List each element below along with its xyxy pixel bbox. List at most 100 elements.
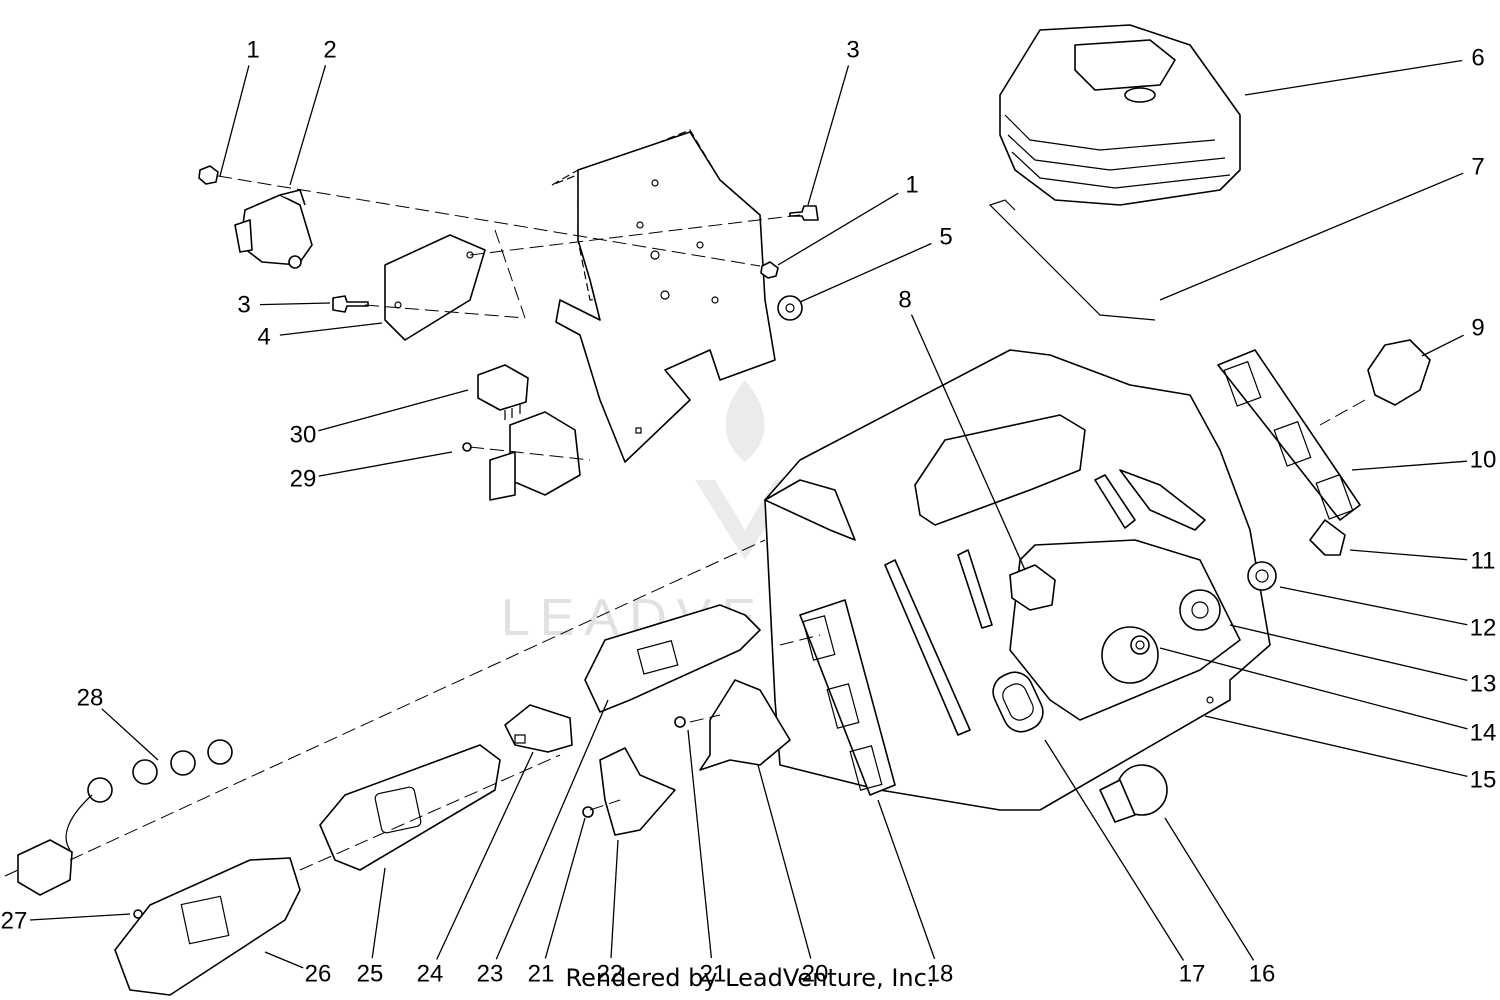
- leader-line-9: [1421, 334, 1464, 357]
- part-2-relay: [234, 189, 313, 269]
- part-24-rocker-switch: [504, 704, 573, 753]
- part-6-boot-cover: [999, 24, 1241, 206]
- part-15-console-housing: [764, 349, 1271, 811]
- part-25-panel: [319, 744, 501, 871]
- part-8-plug: [1009, 564, 1056, 611]
- callout-label-10: 10: [1470, 447, 1497, 474]
- part-9-switch: [1367, 339, 1431, 406]
- leader-line-12: [1279, 586, 1468, 626]
- leader-line-24: [436, 751, 534, 960]
- leader-line-5: [799, 242, 932, 303]
- part-3-screw-left: [332, 295, 369, 313]
- leader-line-29: [318, 451, 453, 477]
- callout-label-1: 1: [246, 37, 259, 64]
- part-27-connector: [4, 839, 73, 896]
- callout-label-14: 14: [1470, 720, 1497, 747]
- callout-label-26: 26: [305, 961, 332, 988]
- leader-line-4: [279, 322, 383, 336]
- part-10-decal: [1217, 349, 1361, 521]
- callout-label-25: 25: [357, 961, 384, 988]
- leader-line-25: [371, 867, 386, 959]
- part-14-key-switch: [1101, 626, 1159, 684]
- part-17-grommet: [992, 671, 1044, 733]
- leader-line-18: [877, 799, 936, 960]
- callout-label-16: 16: [1249, 961, 1276, 988]
- part-13-washer: [1179, 589, 1221, 631]
- leader-line-30: [318, 389, 469, 432]
- part-28-bulbs: [65, 739, 233, 851]
- callout-label-2: 2: [323, 37, 336, 64]
- callout-label-28: 28: [77, 685, 104, 712]
- assembly-guide-lines: [69, 175, 1366, 871]
- part-4-cover-plate: [384, 234, 486, 341]
- callout-label-3: 3: [846, 37, 859, 64]
- leader-line-21: [544, 817, 586, 959]
- part-1-nut-right: [760, 261, 779, 279]
- leader-line-23: [495, 699, 609, 960]
- leader-line-2: [289, 65, 327, 186]
- leader-line-7: [1159, 172, 1464, 301]
- part-29-switch: [462, 411, 581, 501]
- callout-leaders: [29, 59, 1468, 969]
- mounting-bracket: [551, 129, 776, 463]
- leader-line-13: [1229, 624, 1468, 682]
- leader-line-16: [1164, 817, 1255, 961]
- leader-line-15: [1204, 715, 1468, 778]
- part-1-nut: [198, 165, 219, 185]
- callout-label-21: 21: [528, 961, 555, 988]
- leader-line-20: [757, 764, 812, 959]
- callout-label-27: 27: [1, 908, 28, 935]
- part-3-screw-top: [789, 205, 819, 221]
- callout-label-6: 6: [1471, 45, 1484, 72]
- callout-label-15: 15: [1470, 767, 1497, 794]
- callout-label-5: 5: [939, 224, 952, 251]
- leader-line-10: [1351, 460, 1468, 471]
- leader-line-3: [807, 65, 850, 206]
- callout-label-18: 18: [927, 961, 954, 988]
- leader-line-21: [687, 729, 713, 959]
- leader-line-26: [264, 951, 304, 969]
- part-21-screw-left: [582, 806, 594, 818]
- part-18-decal: [799, 599, 896, 796]
- leader-line-1: [777, 192, 899, 266]
- leader-line-22: [610, 839, 619, 959]
- callout-label-3: 3: [237, 292, 250, 319]
- part-21-screw-right: [674, 716, 686, 728]
- part-5-washer: [777, 295, 803, 321]
- part-20-bracket: [699, 679, 791, 771]
- callout-label-24: 24: [417, 961, 444, 988]
- part-26-lower-panel: [114, 857, 301, 996]
- callout-label-12: 12: [1470, 615, 1497, 642]
- part-27-screw: [133, 909, 143, 919]
- leader-line-8: [910, 314, 1026, 571]
- callout-label-29: 29: [290, 466, 317, 493]
- leader-line-6: [1244, 59, 1463, 96]
- leader-line-3: [259, 302, 331, 306]
- part-23-bezel: [584, 604, 761, 713]
- callout-label-9: 9: [1471, 315, 1484, 342]
- callout-label-11: 11: [1471, 548, 1496, 575]
- callout-label-21: 21: [700, 961, 727, 988]
- callout-label-23: 23: [477, 961, 504, 988]
- part-22-bracket: [599, 747, 676, 836]
- callout-label-7: 7: [1471, 154, 1484, 181]
- leader-line-1: [219, 65, 250, 177]
- callout-label-8: 8: [898, 287, 911, 314]
- callout-label-4: 4: [257, 324, 270, 351]
- part-12-nut: [1247, 561, 1277, 591]
- callout-label-20: 20: [802, 961, 829, 988]
- part-30-relay: [477, 364, 529, 420]
- part-7-rod: [988, 199, 1156, 321]
- leader-line-14: [1159, 647, 1468, 730]
- callout-label-17: 17: [1179, 961, 1206, 988]
- footer-credit: Rendered by LeadVenture, Inc.: [566, 964, 935, 992]
- leader-line-28: [101, 708, 159, 761]
- part-11-key: [1309, 519, 1346, 556]
- callout-label-1: 1: [905, 172, 918, 199]
- callout-label-30: 30: [290, 422, 317, 449]
- callout-label-22: 22: [597, 961, 624, 988]
- leader-line-27: [29, 913, 131, 921]
- leader-line-11: [1349, 549, 1468, 561]
